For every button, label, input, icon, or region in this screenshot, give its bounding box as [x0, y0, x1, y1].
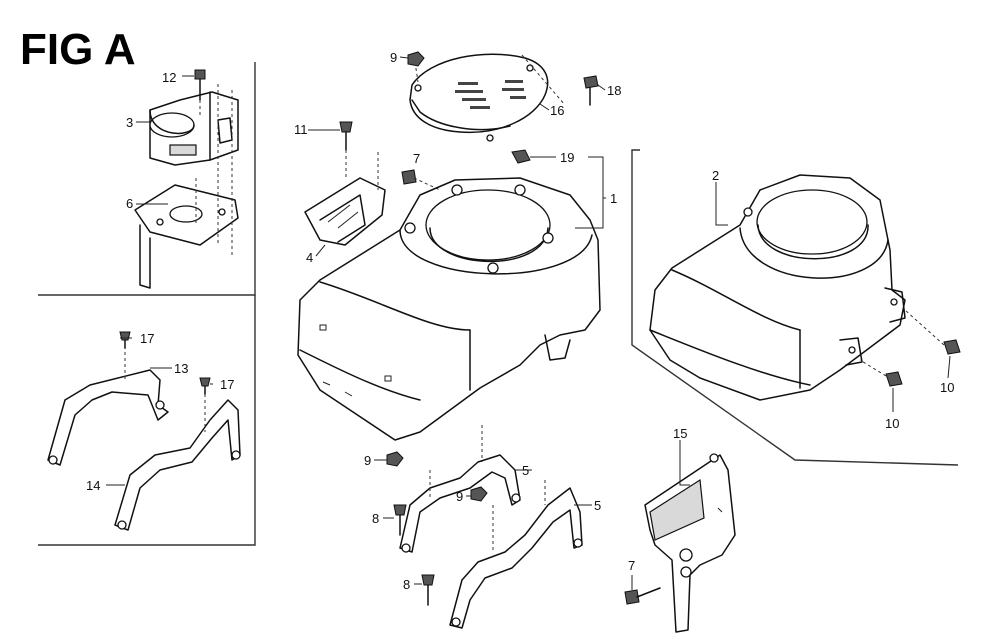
- callout-2: 2: [712, 168, 719, 183]
- callout-9-top: 9: [390, 50, 397, 65]
- part-10-bolts: [859, 309, 961, 387]
- part-15-shield: [644, 453, 736, 633]
- part-8-bolts: [393, 504, 435, 606]
- callout-1: 1: [610, 191, 617, 206]
- callout-17-right: 17: [220, 377, 234, 392]
- callout-17-left: 17: [140, 331, 154, 346]
- part-14-bracket: [114, 388, 241, 531]
- callout-3: 3: [126, 115, 133, 130]
- section-frames: [38, 62, 959, 546]
- callout-15: 15: [673, 426, 687, 441]
- leader-lines: [106, 56, 951, 590]
- callout-18: 18: [607, 83, 621, 98]
- callout-7-top: 7: [413, 151, 420, 166]
- part-16-cover: [409, 53, 549, 142]
- part-11-bolt: [339, 121, 353, 178]
- left-alignment-lines: [195, 84, 233, 258]
- callout-6: 6: [126, 196, 133, 211]
- part-2-fan-cover: [649, 174, 906, 401]
- callout-5-lower: 5: [594, 498, 601, 513]
- callout-10-lower: 10: [885, 416, 899, 431]
- callout-9-mid: 9: [364, 453, 371, 468]
- callout-16: 16: [550, 103, 564, 118]
- figure-title: FIG A: [20, 25, 136, 74]
- part-3-bracket: [149, 91, 239, 166]
- callout-7-bottom: 7: [628, 558, 635, 573]
- callout-11: 11: [294, 122, 308, 137]
- callout-8-lower: 8: [403, 577, 410, 592]
- callout-19: 19: [560, 150, 574, 165]
- part-6-bracket: [134, 184, 239, 289]
- part-9-nuts: [386, 51, 488, 502]
- part-13-bracket: [47, 340, 169, 466]
- part-18-bolt: [583, 75, 599, 106]
- part-19-clip: [511, 149, 531, 164]
- callout-4: 4: [306, 250, 313, 265]
- callout-10-right: 10: [940, 380, 954, 395]
- callout-labels: 12 3 6 11 4 9 16 18 7 19 1 2 17 13 17 14…: [86, 50, 954, 592]
- callout-14: 14: [86, 478, 100, 493]
- callout-9-low: 9: [456, 489, 463, 504]
- part-5-brackets: [399, 425, 583, 629]
- callout-13: 13: [174, 361, 188, 376]
- callout-8-upper: 8: [372, 511, 379, 526]
- callout-5-upper: 5: [522, 463, 529, 478]
- part-17-screws: [119, 331, 211, 395]
- part-7-bolts: [401, 169, 661, 605]
- part-12-bolt: [194, 69, 206, 115]
- part-1-fan-cover: [297, 177, 601, 441]
- callout-12: 12: [162, 70, 176, 85]
- part-4-guide: [304, 152, 386, 246]
